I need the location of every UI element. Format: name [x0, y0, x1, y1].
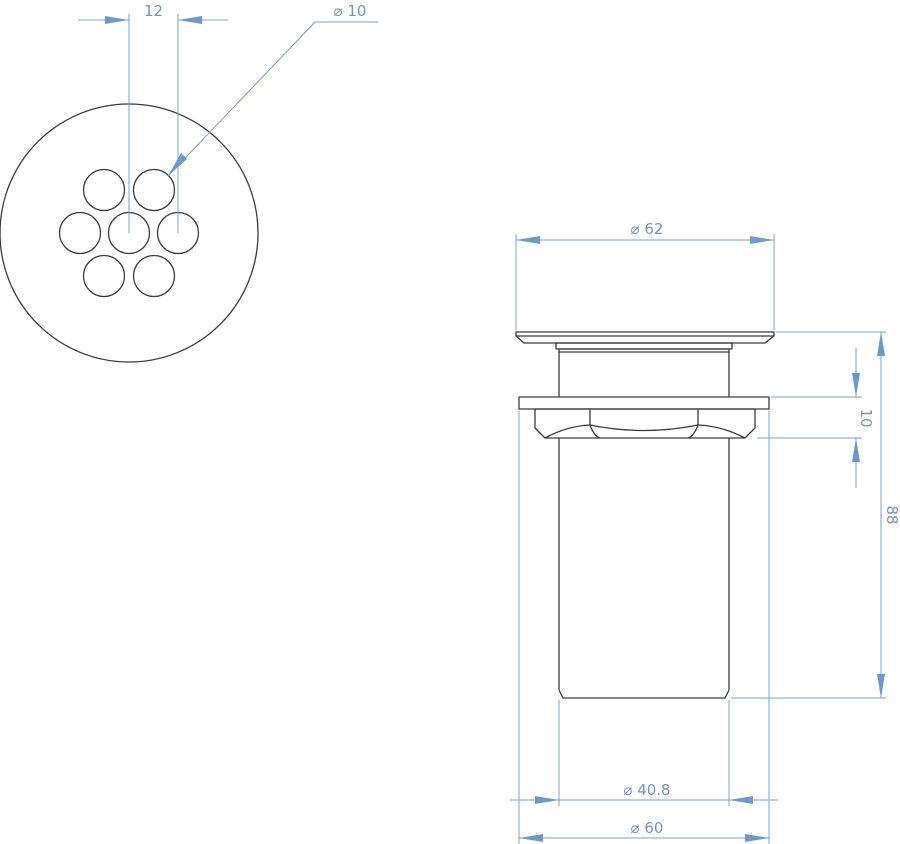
grate-hole-top-left	[82, 168, 126, 212]
body-bottom	[558, 689, 730, 699]
dimension-nut-diameter: ⌀ 60	[518, 411, 770, 844]
dimension-hole-pitch-label: 12	[144, 2, 163, 20]
dimension-body-diameter-label: ⌀ 40.8	[623, 781, 670, 799]
dimension-hole-pitch: 12	[78, 2, 228, 233]
dimension-nut-diameter-label: ⌀ 60	[631, 819, 664, 837]
top-view: 12 ⌀ 10	[0, 2, 378, 363]
grate-hole-bottom-right	[132, 254, 176, 298]
dimension-hole-diameter-label: ⌀ 10	[334, 2, 367, 20]
dimension-body-diameter: ⌀ 40.8	[510, 700, 778, 806]
flange-ring	[555, 342, 733, 350]
dimension-total-height: 88	[731, 331, 900, 699]
side-view: ⌀ 62 10 88	[510, 220, 900, 844]
dimension-nut-height: 10	[757, 348, 875, 488]
dimension-flange-diameter: ⌀ 62	[515, 220, 775, 330]
waste-flange	[515, 331, 775, 344]
lock-nut-washer	[518, 396, 770, 410]
dimension-hole-diameter: ⌀ 10	[167, 2, 378, 177]
dimension-flange-diameter-label: ⌀ 62	[631, 220, 664, 238]
dimension-total-height-label: 88	[883, 505, 900, 524]
grate-hole-top-right	[132, 168, 176, 212]
grate-hole-bottom-left	[82, 254, 126, 298]
grate-hole-left	[58, 211, 102, 255]
dimension-nut-height-label: 10	[857, 408, 875, 427]
lock-nut	[534, 408, 756, 439]
